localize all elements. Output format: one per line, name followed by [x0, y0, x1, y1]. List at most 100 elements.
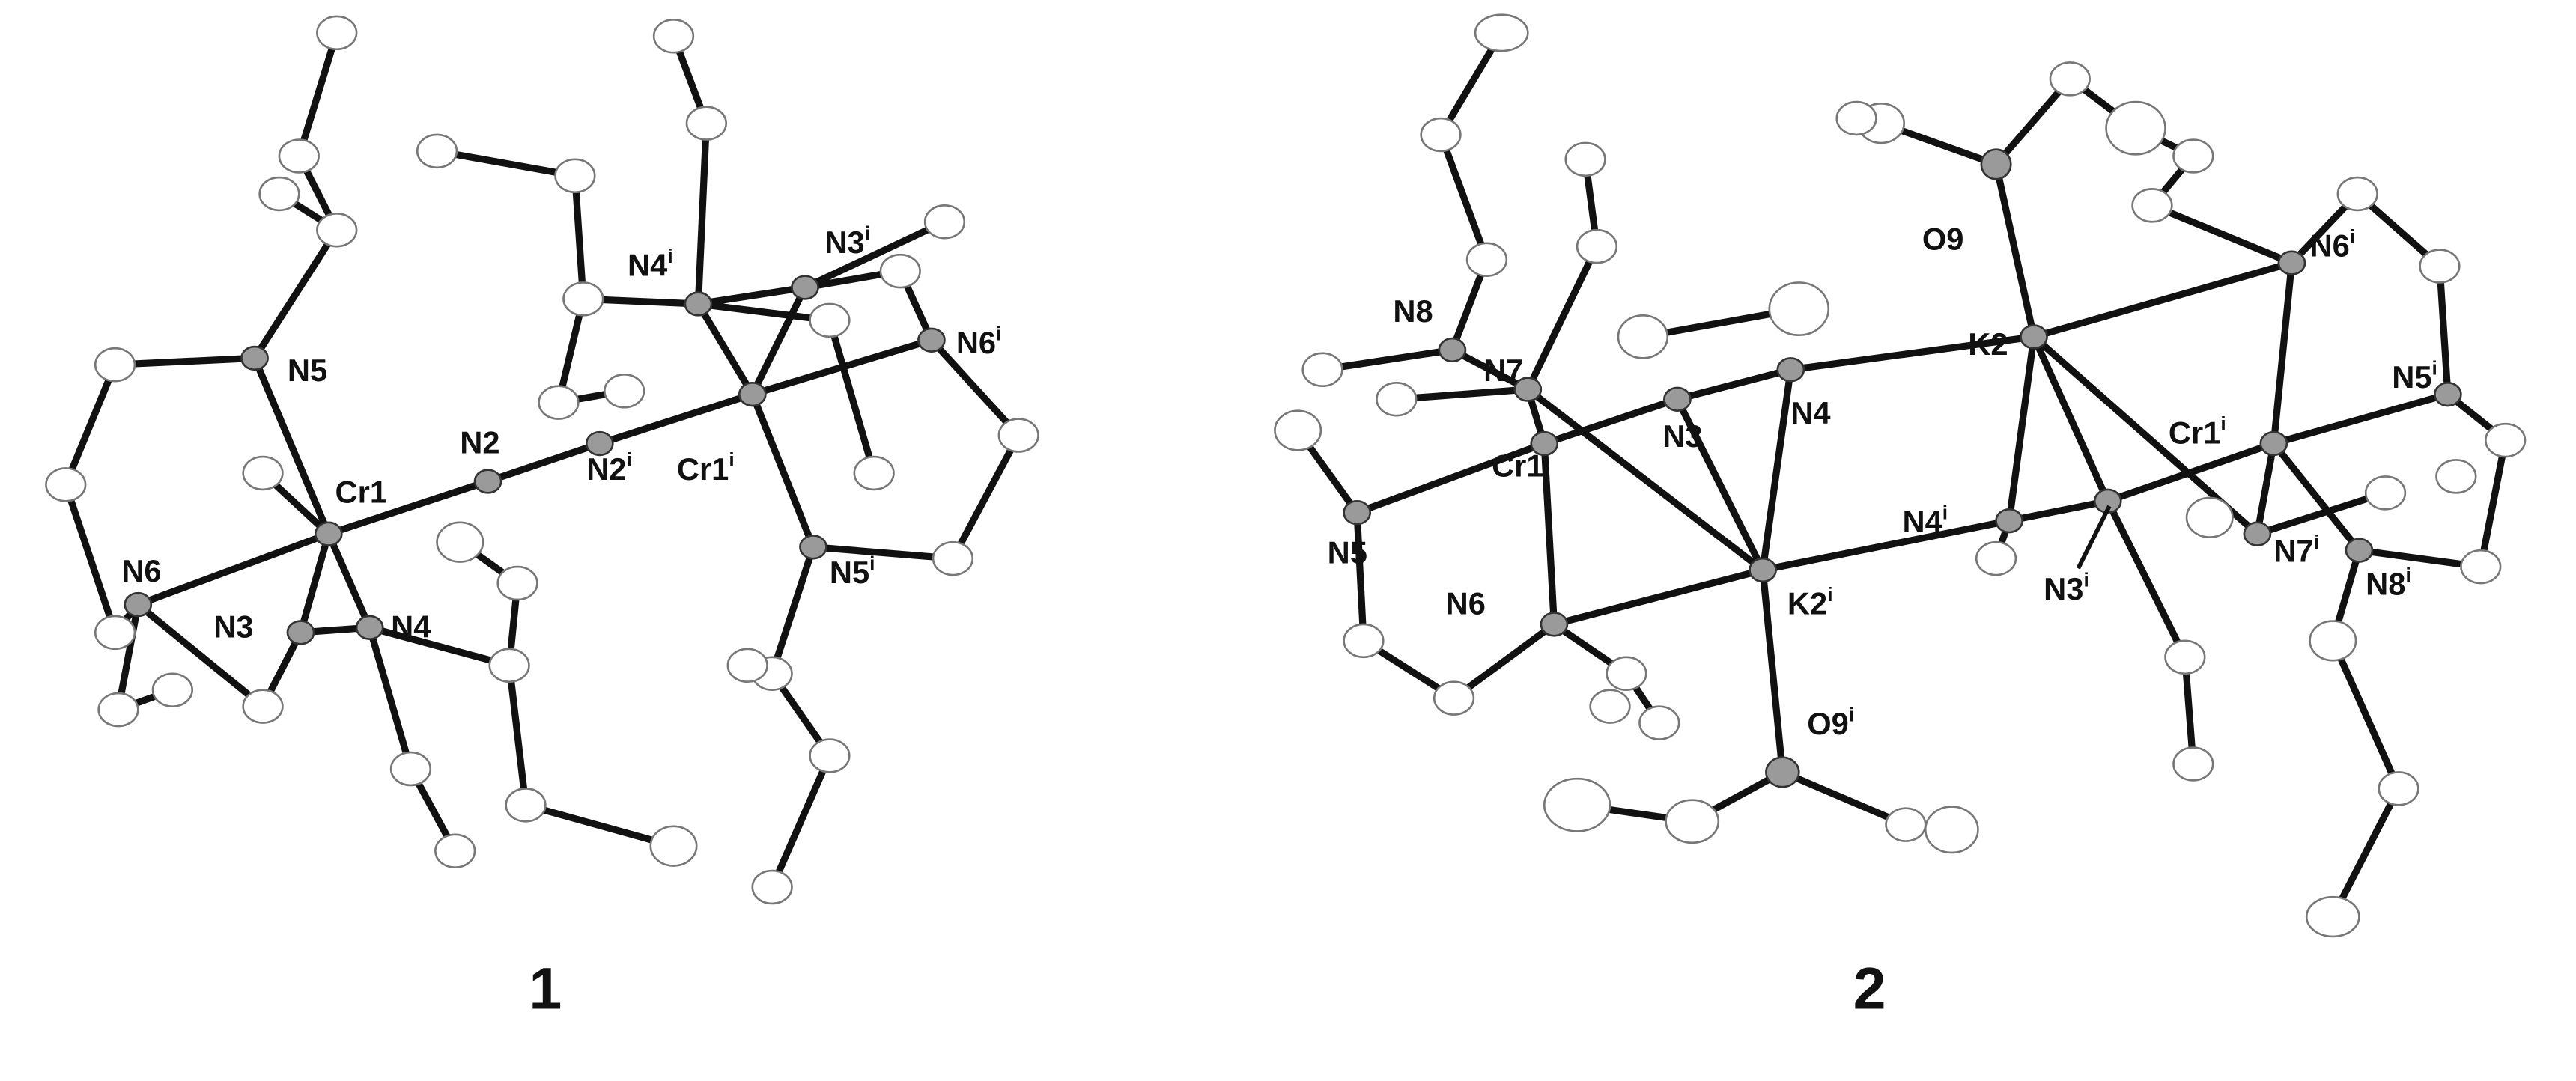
carbon-atom: [2049, 61, 2091, 97]
bond: [2270, 439, 2363, 554]
bond: [2030, 333, 2112, 505]
label-K2i: K2i: [1787, 583, 1833, 621]
bond: [749, 284, 809, 398]
bond: [571, 172, 587, 303]
label-N2: N2: [460, 425, 499, 460]
bond: [928, 336, 1022, 439]
atom-Cr1: [314, 521, 343, 546]
carbon-atom: [2364, 475, 2407, 511]
carbon-atom: [94, 615, 136, 651]
atom-N5i: [2434, 382, 2462, 407]
carbon-atom: [1617, 314, 1669, 359]
bond: [1524, 243, 1601, 393]
bond: [1448, 346, 1531, 393]
structure-caption-2: 2: [1853, 954, 1886, 1021]
carbon-atom: [2185, 496, 2234, 538]
atom-N4: [1776, 357, 1805, 383]
bond: [325, 530, 374, 631]
bond: [484, 439, 604, 485]
carbon-atom: [242, 455, 284, 491]
bond: [1992, 160, 2038, 341]
carbon-atom: [316, 212, 358, 248]
carbon-atom: [436, 521, 484, 563]
atom-Cr1i: [738, 382, 767, 407]
bond: [505, 662, 529, 809]
label-N5: N5: [1328, 535, 1367, 570]
bond: [115, 600, 142, 713]
bond: [768, 543, 817, 677]
carbon-atom: [505, 788, 547, 823]
bond: [1524, 386, 1767, 574]
bond: [1992, 75, 2074, 168]
bond: [2005, 333, 2038, 525]
carbon-atom: [496, 565, 538, 601]
carbon-atom: [1924, 806, 1979, 854]
bond: [2329, 785, 2402, 921]
bond: [1540, 439, 1558, 628]
atom-N4i: [1995, 508, 2023, 534]
bond: [694, 300, 756, 398]
label-N5i: N5i: [830, 552, 875, 590]
atom-N7i: [2243, 521, 2272, 546]
atom-N8: [1438, 337, 1467, 363]
atom-labels: N5 Cr1 N2 N2i Cr1i N6 N3 N4 N4i N3i N6i …: [121, 222, 1001, 644]
carbon-atom: [316, 15, 358, 51]
carbon-atom: [1274, 409, 1322, 451]
carbon-atom: [1564, 141, 1606, 177]
atom-N8i: [2345, 538, 2374, 563]
atom-N7: [1513, 377, 1543, 402]
bond: [694, 284, 809, 308]
label-N6: N6: [1446, 586, 1486, 621]
carbon-atom: [1543, 777, 1611, 832]
atom-Cr1: [1530, 430, 1559, 457]
bond: [2253, 439, 2277, 538]
label-Cr1i: Cr1i: [677, 448, 735, 487]
bond: [826, 317, 878, 477]
bond: [1674, 395, 1767, 574]
label-O9i: O9i: [1807, 703, 1854, 741]
carbon-atom: [1376, 382, 1418, 417]
carbon-atom: [751, 869, 793, 905]
bond: [1393, 386, 1531, 403]
carbon-atom: [809, 738, 851, 773]
bond: [2270, 259, 2296, 448]
carbon-atom: [151, 672, 193, 707]
carbon-atom: [2485, 422, 2527, 458]
bond: [2181, 654, 2197, 768]
bond: [522, 801, 678, 850]
carbon-atom: [434, 833, 476, 869]
carbon-atom: [1665, 799, 1720, 844]
carbon-atom: [278, 138, 320, 174]
label-K2: K2: [1968, 326, 2008, 362]
carbon-atom: [258, 176, 300, 212]
label-N3i: N3i: [2044, 568, 2089, 606]
carbon-atom: [2305, 895, 2360, 938]
atom-N4: [355, 615, 384, 640]
label-N4: N4: [391, 609, 431, 644]
carbon-atom: [2378, 771, 2419, 806]
label-Cr1i: Cr1i: [2169, 412, 2226, 451]
bond: [949, 431, 1022, 562]
bond: [297, 530, 332, 636]
bond: [2148, 201, 2296, 267]
bond: [134, 600, 267, 710]
carbon-atom: [1975, 540, 2017, 576]
bond: [555, 295, 587, 406]
label-N7i: N7i: [2273, 531, 2319, 569]
carbon-atom: [554, 158, 596, 194]
bond: [1319, 346, 1456, 374]
label-N6i: N6i: [956, 322, 1002, 360]
label-N3: N3: [1662, 418, 1702, 454]
atom-N3i: [791, 275, 819, 300]
carbon-atom: [2131, 188, 2173, 223]
label-N2i: N2i: [586, 448, 632, 487]
carbon-atom: [997, 418, 1039, 453]
label-N5: N5: [288, 353, 327, 388]
atom-N5i: [799, 535, 827, 560]
structure-caption-1: 1: [529, 954, 562, 1021]
label-N3: N3: [213, 609, 253, 644]
carbon-atom: [604, 374, 645, 409]
carbon-atom: [1433, 680, 1475, 716]
atom-N5: [240, 345, 269, 371]
atom-O9i: [1765, 756, 1800, 788]
